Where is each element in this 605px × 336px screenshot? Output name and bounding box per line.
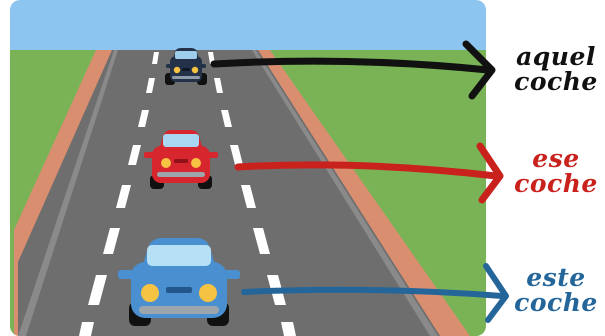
label-este-coche-word: coche	[511, 290, 601, 315]
label-ese-coche-word: coche	[511, 171, 601, 196]
label-aquel-coche: aquel coche	[511, 44, 601, 94]
label-aquel: aquel	[511, 44, 601, 69]
label-aquel-coche-word: coche	[511, 69, 601, 94]
label-este-coche: este coche	[511, 265, 601, 315]
label-ese-coche: ese coche	[511, 146, 601, 196]
label-este: este	[511, 265, 601, 290]
sky	[10, 0, 486, 52]
label-ese: ese	[511, 146, 601, 171]
